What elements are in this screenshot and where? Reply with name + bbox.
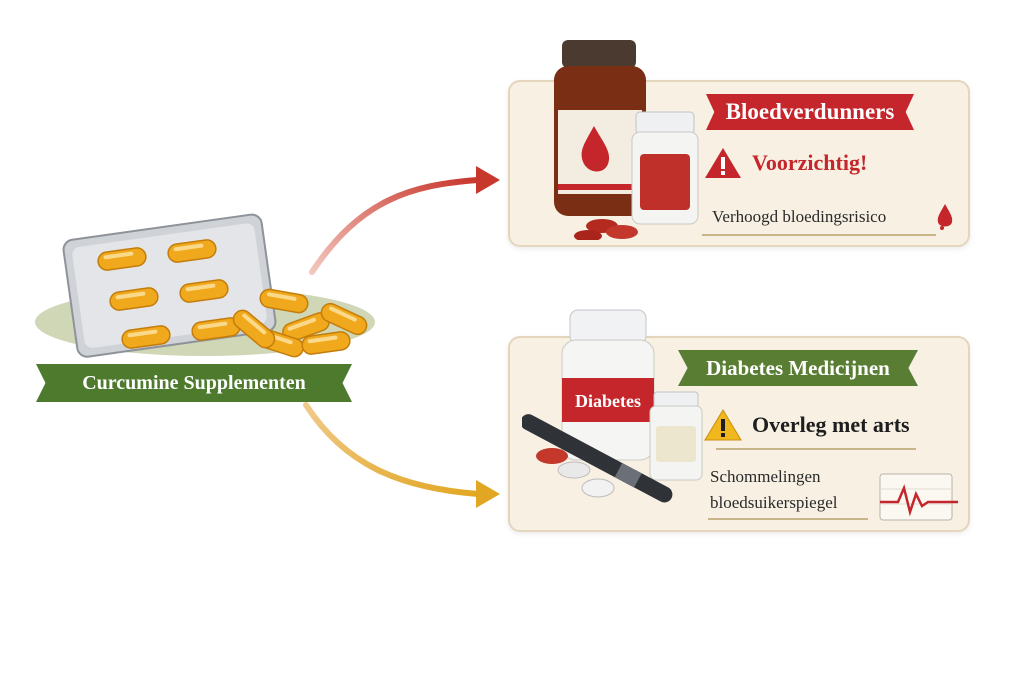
arrow-to-blood-thinners bbox=[309, 177, 481, 275]
arrow-head-top bbox=[476, 166, 500, 194]
warning-icon bbox=[704, 409, 742, 441]
loose-capsules bbox=[232, 288, 368, 358]
arrow-head-bottom bbox=[476, 480, 500, 508]
capsule bbox=[121, 325, 171, 349]
divider bbox=[702, 234, 936, 236]
blood-sugar-note-line2: bloedsuikerspiegel bbox=[710, 493, 838, 512]
capsule bbox=[320, 302, 368, 336]
glucose-chart-icon bbox=[879, 473, 958, 521]
capsule bbox=[167, 239, 217, 263]
blood-thinners-card: Bloedverdunners Voorzichtig! Verhoogd bl… bbox=[508, 40, 970, 247]
warning-text: Voorzichtig! bbox=[752, 150, 868, 175]
capsule bbox=[259, 288, 309, 314]
diabetes-medication-icon: Diabetes bbox=[522, 309, 703, 503]
blister-capsules bbox=[97, 239, 241, 349]
blood-thinners-warning: Voorzichtig! bbox=[704, 146, 867, 180]
capsule bbox=[109, 287, 159, 311]
divider bbox=[708, 518, 868, 520]
warning-icon bbox=[705, 148, 741, 178]
bleeding-risk-note: Verhoogd bloedingsrisico bbox=[712, 207, 887, 226]
diabetes-bottle-label: Diabetes bbox=[575, 391, 641, 411]
blood-sugar-note-line1: Schommelingen bbox=[710, 467, 821, 486]
capsule bbox=[301, 331, 351, 355]
capsule bbox=[179, 279, 229, 303]
capsule bbox=[232, 309, 276, 349]
curcumin-pack-illustration bbox=[35, 213, 375, 358]
capsule bbox=[97, 247, 147, 271]
divider bbox=[716, 448, 916, 450]
diabetes-card: Diabetes Diabetes Medicijnen Overleg met… bbox=[508, 309, 970, 532]
blood-thinners-title: Bloedverdunners bbox=[706, 94, 914, 130]
diabetes-warning: Overleg met arts bbox=[704, 408, 910, 442]
arrow-to-diabetes bbox=[303, 402, 481, 497]
warning-text: Overleg met arts bbox=[752, 412, 910, 437]
blood-thinner-bottles-icon bbox=[554, 40, 699, 240]
blood-drop-icon bbox=[937, 204, 953, 230]
source-label: Curcumine Supplementen bbox=[36, 364, 352, 402]
diabetes-title: Diabetes Medicijnen bbox=[678, 350, 918, 386]
